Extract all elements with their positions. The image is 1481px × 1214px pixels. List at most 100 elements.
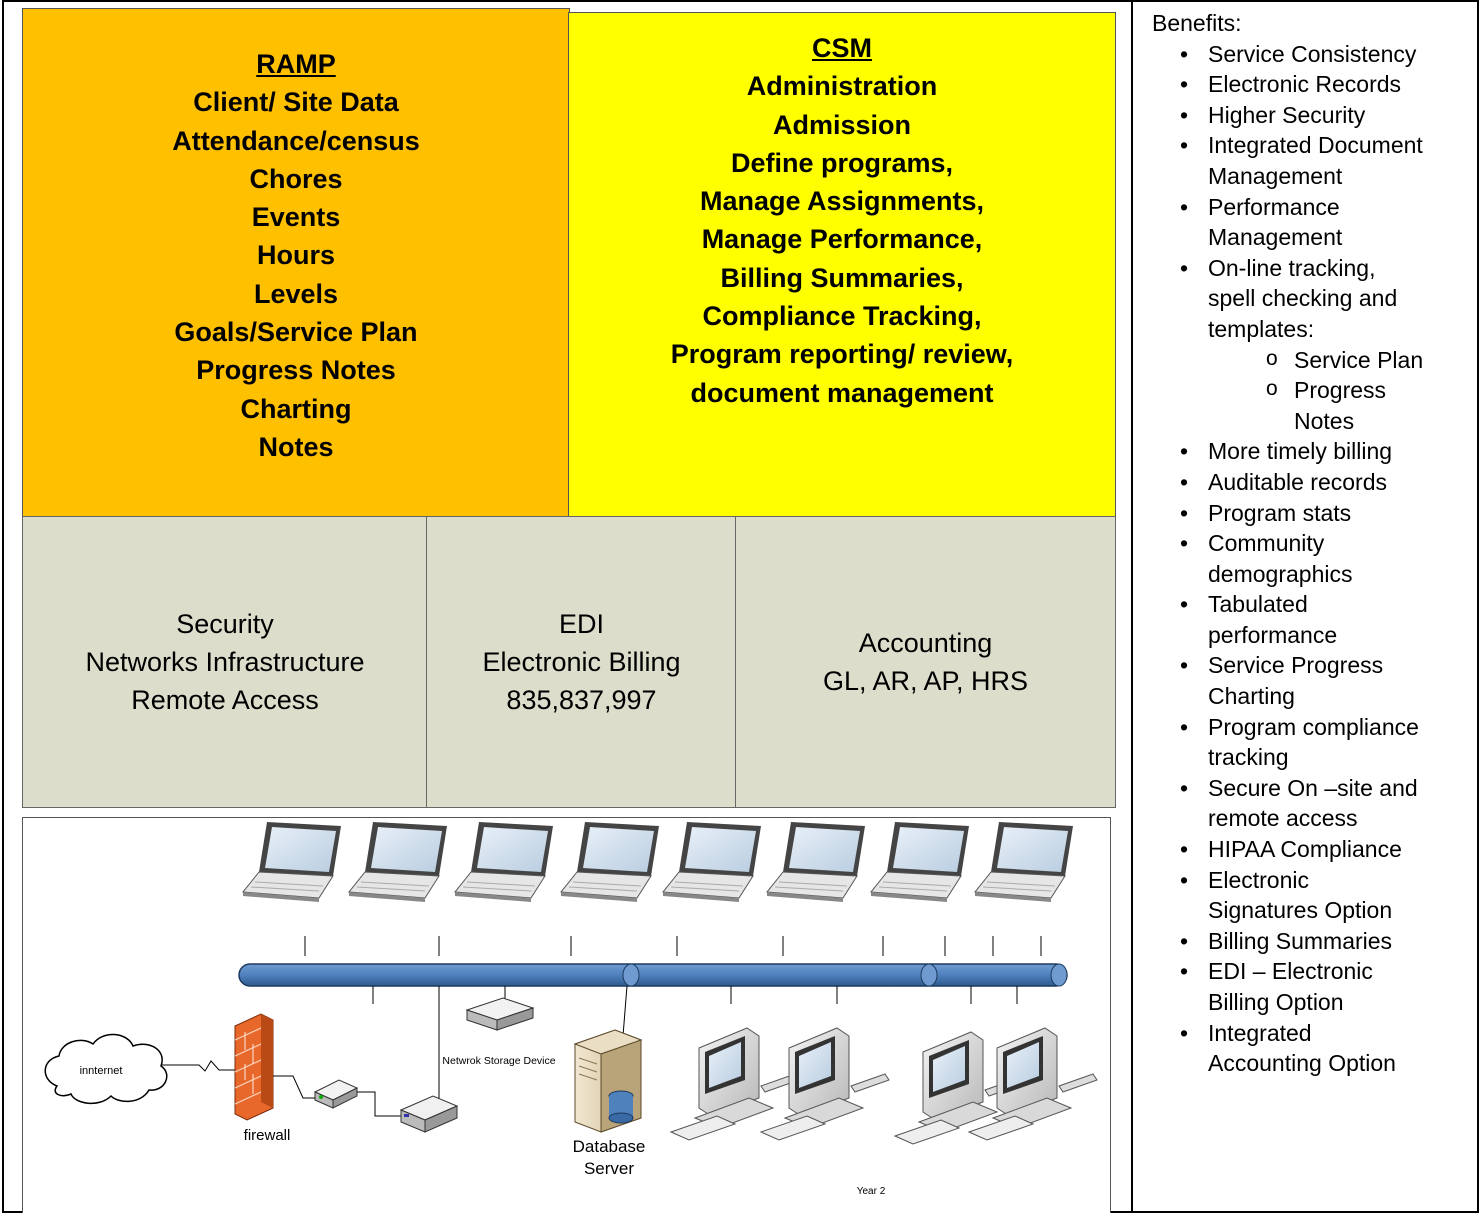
ramp-item: Client/ Site Data xyxy=(193,87,399,118)
ramp-item: Charting xyxy=(240,393,352,424)
laptop-icon xyxy=(662,821,762,903)
benefit-item: templates: xyxy=(1208,315,1315,342)
benefit-item: tracking xyxy=(1208,744,1289,771)
network-bus xyxy=(238,963,1068,987)
infrastructure-line: 835,837,997 xyxy=(506,685,657,715)
benefit-item: Billing Summaries xyxy=(1152,926,1474,957)
laptop-connection-lines xyxy=(304,936,1042,956)
csm-item: Manage Assignments, xyxy=(699,186,985,217)
edi-box: EDI Electronic Billing 835,837,997 xyxy=(426,516,737,808)
benefit-subitem: Progress xyxy=(1152,374,1474,406)
laptop-icon xyxy=(454,821,554,903)
benefit-item: Tabulated xyxy=(1152,589,1474,620)
benefit-item: Integrated xyxy=(1152,1018,1474,1049)
benefit-item: Integrated Document xyxy=(1152,130,1474,161)
benefit-item: Signatures Option xyxy=(1208,897,1393,924)
benefit-item: Higher Security xyxy=(1152,100,1474,131)
database-label-line1: Database xyxy=(573,1137,646,1156)
benefit-item: EDI – Electronic xyxy=(1152,956,1474,987)
column-divider xyxy=(1131,0,1133,1213)
csm-item: Manage Performance, xyxy=(701,224,983,255)
infrastructure-line: Electronic Billing xyxy=(482,647,681,677)
benefit-item: Secure On –site and xyxy=(1152,773,1474,804)
ramp-item: Levels xyxy=(253,278,339,309)
benefit-item: Electronic xyxy=(1152,865,1474,896)
ramp-item: Notes xyxy=(258,431,334,462)
desktop-icon xyxy=(968,1027,1098,1141)
infrastructure-line: Accounting xyxy=(858,628,993,658)
ramp-item: Goals/Service Plan xyxy=(174,317,418,348)
csm-item: Define programs, xyxy=(730,147,954,178)
internet-label: innternet xyxy=(80,1065,123,1077)
benefit-item: Program compliance xyxy=(1152,712,1474,743)
ramp-item: Chores xyxy=(249,163,343,194)
benefit-item: demographics xyxy=(1208,560,1353,587)
benefit-item: performance xyxy=(1208,621,1338,648)
laptop-icon xyxy=(560,821,660,903)
csm-title: CSM xyxy=(812,33,872,63)
benefit-item: Billing Option xyxy=(1208,989,1344,1015)
firewall-icon: firewall xyxy=(234,1013,291,1144)
csm-item: document management xyxy=(690,377,994,408)
desktop-icon xyxy=(670,1027,800,1141)
internet-cloud-icon: innternet xyxy=(44,1033,168,1105)
ramp-item: Hours xyxy=(256,240,335,271)
benefit-item: More timely billing xyxy=(1152,436,1474,467)
benefit-item: Auditable records xyxy=(1152,467,1474,498)
benefits-list: Service ConsistencyElectronic RecordsHig… xyxy=(1152,39,1474,1079)
csm-item: Program reporting/ review, xyxy=(670,339,1014,370)
laptop-icon xyxy=(974,821,1074,903)
benefit-item: Electronic Records xyxy=(1152,69,1474,100)
benefit-subitem: Notes xyxy=(1294,407,1355,434)
network-diagram: innternet firewall xyxy=(22,817,1111,1213)
modem-router-link xyxy=(357,1091,401,1117)
storage-label: Netwrok Storage Device xyxy=(442,1055,555,1067)
benefit-subitem: Service Plan xyxy=(1152,344,1474,376)
csm-item: Compliance Tracking, xyxy=(702,301,982,332)
benefit-item: HIPAA Compliance xyxy=(1152,834,1474,865)
csm-item: Billing Summaries, xyxy=(720,262,964,293)
infrastructure-line: Networks Infrastructure xyxy=(85,647,365,677)
benefit-item: Service Progress xyxy=(1152,650,1474,681)
csm-item: Admission xyxy=(772,109,912,140)
ramp-item: Attendance/census xyxy=(172,125,420,156)
laptop-icon xyxy=(870,821,970,903)
benefit-item: Performance xyxy=(1152,192,1474,223)
router-icon xyxy=(399,1095,459,1133)
infrastructure-line: EDI xyxy=(558,609,604,639)
benefit-item: Community xyxy=(1152,528,1474,559)
benefit-item: On-line tracking, xyxy=(1152,253,1474,284)
benefits-panel: Benefits: Service ConsistencyElectronic … xyxy=(1152,8,1474,1079)
internet-link xyxy=(161,1060,235,1072)
benefit-item: Management xyxy=(1208,224,1343,251)
laptop-icon xyxy=(242,821,342,903)
modem-icon xyxy=(313,1079,359,1109)
firewall-modem-link xyxy=(273,1075,315,1099)
database-label-line2: Server xyxy=(584,1159,634,1178)
laptop-icon xyxy=(348,821,448,903)
benefit-item: Charting xyxy=(1208,683,1295,710)
firewall-label: firewall xyxy=(244,1127,291,1144)
csm-item: Administration xyxy=(746,71,938,102)
ramp-item: Progress Notes xyxy=(196,355,396,386)
infrastructure-line: Remote Access xyxy=(131,685,319,715)
lower-connection-lines xyxy=(372,985,1018,1108)
benefit-item: Service Consistency xyxy=(1152,39,1474,70)
infrastructure-line: GL, AR, AP, HRS xyxy=(822,666,1029,696)
benefit-item: Program stats xyxy=(1152,498,1474,529)
benefit-item: spell checking and xyxy=(1208,285,1398,312)
laptop-icon xyxy=(766,821,866,903)
ramp-item: Events xyxy=(251,202,341,233)
benefit-item: Management xyxy=(1208,162,1343,189)
year-label: Year 2 xyxy=(857,1186,886,1197)
benefit-item: remote access xyxy=(1208,805,1358,832)
benefits-title: Benefits: xyxy=(1152,10,1242,36)
ramp-title: RAMP xyxy=(256,49,336,79)
benefit-item: Accounting Option xyxy=(1208,1050,1396,1077)
